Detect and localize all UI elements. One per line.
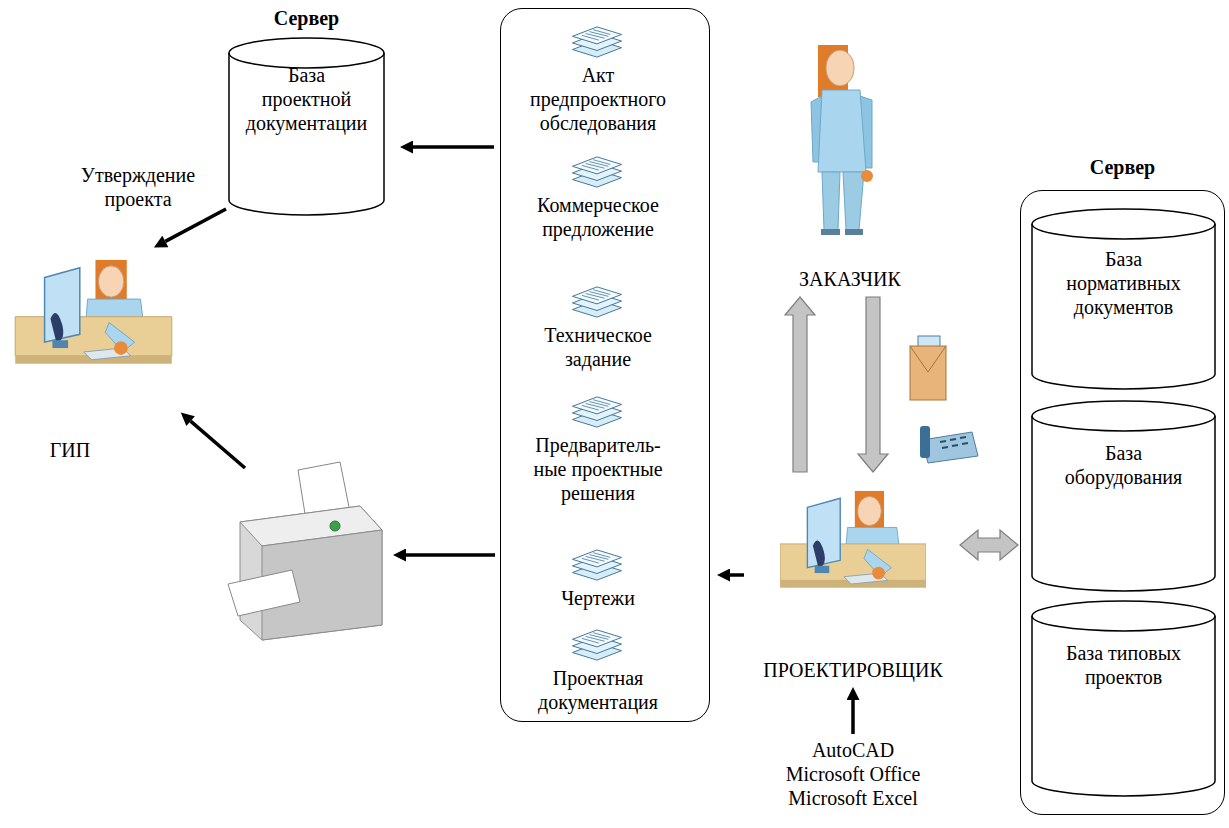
node-label: База нормативных документов [1062, 247, 1186, 319]
database-cylinder: База типовых проектов [1031, 601, 1216, 796]
person-at-desk-icon [780, 491, 926, 588]
edge-label-holder: Утверждение проекта [72, 163, 204, 211]
cylinder-rim [1032, 224, 1215, 239]
person-leg [843, 172, 864, 230]
person-hand [861, 170, 873, 182]
document-icon [572, 550, 621, 580]
envelope-flap [910, 346, 946, 372]
software-name: Microsoft Office [753, 762, 953, 786]
node-label: ГИП [5, 438, 135, 462]
printer-output-paper [228, 570, 300, 616]
flow-arrow [165, 209, 226, 241]
document-icon [572, 630, 621, 660]
phone-base [922, 432, 978, 463]
node-label: Акт предпроектного обследования [523, 63, 673, 135]
cylinder-body [1032, 209, 1215, 389]
database-cylinder: База нормативных документов [1031, 209, 1216, 389]
node-label: База проектной документации [245, 63, 369, 135]
document-item: Акт предпроектного обследования [513, 23, 683, 135]
block-arrow [960, 530, 1018, 560]
person-head [826, 50, 854, 86]
flow-arrow [413, 145, 494, 149]
person-shoe [821, 229, 840, 235]
cylinder-outline [1031, 601, 1216, 796]
node-label: Коммерческое предложение [523, 193, 673, 241]
document-panel: Акт предпроектного обследованияКоммерчес… [500, 8, 710, 722]
database-cylinder: База оборудования [1031, 401, 1216, 591]
node-label: Проектная документация [523, 666, 673, 714]
server-heading: Сервер [1021, 155, 1224, 179]
phone-handset [920, 426, 930, 458]
software-list: AutoCADMicrosoft OfficeMicrosoft Excel [753, 738, 953, 810]
cylinder-body [1032, 401, 1215, 591]
cylinder-body [229, 38, 384, 215]
server-panel: СерверБаза нормативных документовБаза об… [1020, 190, 1225, 815]
cylinder-rim [1032, 416, 1215, 431]
software-name: AutoCAD [753, 738, 953, 762]
edge-label: Утверждение проекта [72, 163, 204, 211]
document-icon [572, 27, 621, 57]
phone-keys [940, 437, 968, 448]
printer-body [240, 506, 382, 640]
document-item: Проектная документация [513, 626, 683, 714]
person-torso [818, 90, 866, 172]
envelope-body [910, 346, 946, 400]
node-label: База оборудования [1062, 441, 1186, 489]
cylinder-body [1032, 601, 1215, 796]
envelope-icon [910, 336, 946, 400]
document-item: Чертежи [513, 546, 683, 610]
document-icon [572, 287, 621, 317]
node-label: ЗАКАЗЧИК [799, 267, 901, 291]
database-cylinder: СерверБаза проектной документации [228, 38, 385, 215]
document-icon [572, 397, 621, 427]
node-label: Техническое задание [523, 323, 673, 371]
document-icon [572, 157, 621, 187]
telephone-icon [920, 426, 978, 463]
printer-icon [228, 462, 382, 640]
flow-arrow [730, 573, 744, 577]
actor: ГИП [5, 252, 185, 462]
software-name: Microsoft Excel [753, 786, 953, 810]
block-arrow [785, 297, 815, 472]
node-label: База типовых проектов [1062, 641, 1186, 689]
document-item: Предваритель- ные проектные решения [513, 393, 683, 505]
cylinder-outline [1031, 401, 1216, 591]
person-at-desk-icon [15, 260, 172, 364]
printer-to-gip-arrow [191, 421, 245, 468]
person-shoe [845, 229, 863, 235]
node-label: Чертежи [523, 586, 673, 610]
person-leg [822, 172, 840, 230]
server-heading: Сервер [228, 6, 385, 30]
document-item: Техническое задание [513, 283, 683, 371]
to-printer-arrow [406, 553, 495, 557]
printer-button [330, 521, 340, 531]
cylinder-rim [1032, 616, 1215, 631]
actor: ЗАКАЗЧИК [790, 38, 910, 291]
block-arrow [858, 297, 888, 472]
actor: ПРОЕКТИРОВЩИК [748, 478, 958, 682]
node-label: ПРОЕКТИРОВЩИК [763, 658, 943, 682]
software-arrow [851, 700, 855, 734]
standing-person-icon [811, 45, 873, 235]
document-item: Коммерческое предложение [513, 153, 683, 241]
node-label: Предваритель- ные проектные решения [523, 433, 673, 505]
